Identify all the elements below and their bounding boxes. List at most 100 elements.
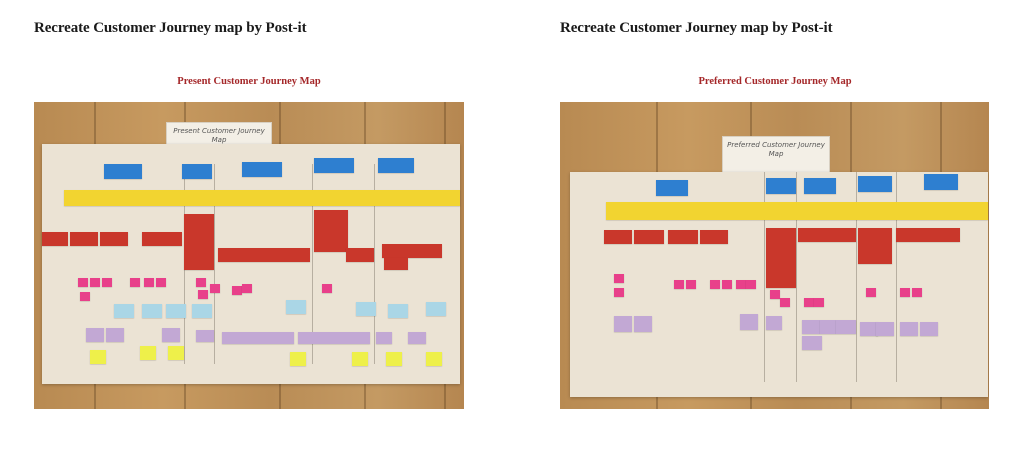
- thought-note: [382, 244, 442, 258]
- thought-note-stack: [766, 228, 796, 288]
- people-note: [86, 328, 104, 342]
- customer-actions-row: [606, 202, 988, 220]
- touchpoint-note: [242, 284, 252, 293]
- touchpoint-note: [144, 278, 154, 287]
- thought-note: [346, 248, 374, 262]
- thought-note-stack: [314, 210, 348, 252]
- thought-note: [70, 232, 98, 246]
- present-journey-panel: Recreate Customer Journey map by Post-it…: [0, 0, 470, 449]
- figure-caption: Preferred Customer Journey Map: [698, 76, 852, 87]
- touchpoint-note: [78, 278, 88, 287]
- touchpoint-note: [722, 280, 732, 289]
- touchpoint-note: [196, 278, 206, 287]
- column-divider: [214, 164, 215, 364]
- phase-note: [182, 164, 212, 179]
- touchpoint-note: [130, 278, 140, 287]
- paper-sheet: [570, 172, 988, 397]
- channel-note: [166, 304, 186, 318]
- touchpoint-note: [736, 280, 746, 289]
- people-note: [802, 320, 820, 334]
- people-note: [920, 322, 938, 336]
- phase-note: [242, 162, 282, 177]
- touchpoint-note: [814, 298, 824, 307]
- touchpoint-note: [614, 288, 624, 297]
- touchpoint-note: [614, 274, 624, 283]
- channel-note: [356, 302, 376, 316]
- people-note: [376, 332, 392, 344]
- channel-note: [286, 300, 306, 314]
- thought-note: [798, 228, 856, 242]
- touchpoint-note: [322, 284, 332, 293]
- touchpoint-note: [674, 280, 684, 289]
- opportunity-note: [140, 346, 156, 360]
- people-note: [802, 336, 822, 350]
- channel-note: [426, 302, 446, 316]
- channel-note: [388, 304, 408, 318]
- opportunity-note: [426, 352, 442, 366]
- phase-note: [858, 176, 892, 192]
- people-note: [634, 316, 652, 332]
- touchpoint-note: [90, 278, 100, 287]
- touchpoint-note: [746, 280, 756, 289]
- thought-note: [634, 230, 664, 244]
- thought-note: [384, 258, 408, 270]
- touchpoint-note: [912, 288, 922, 297]
- people-note: [860, 322, 878, 336]
- people-note: [900, 322, 918, 336]
- opportunity-note: [290, 352, 306, 366]
- touchpoint-note: [900, 288, 910, 297]
- column-divider: [312, 164, 313, 364]
- touchpoint-note: [686, 280, 696, 289]
- touchpoint-note: [710, 280, 720, 289]
- column-divider: [856, 172, 857, 382]
- phase-note: [656, 180, 688, 196]
- preferred-journey-panel: Recreate Customer Journey map by Post-it…: [526, 0, 996, 449]
- people-note: [106, 328, 124, 342]
- touchpoint-note: [804, 298, 814, 307]
- thought-note-stack: [184, 214, 214, 270]
- thought-note: [700, 230, 728, 244]
- column-divider: [764, 172, 765, 382]
- channel-note: [114, 304, 134, 318]
- touchpoint-note: [232, 286, 242, 295]
- touchpoint-note: [210, 284, 220, 293]
- phase-note: [104, 164, 142, 179]
- people-note: [876, 322, 894, 336]
- thought-note: [896, 228, 960, 242]
- phase-note: [314, 158, 354, 173]
- thought-note: [142, 232, 182, 246]
- map-title-card: Preferred Customer Journey Map: [722, 136, 830, 174]
- journey-map-photo: Present Customer Journey Map: [34, 102, 464, 409]
- opportunity-note: [352, 352, 368, 366]
- people-note: [196, 330, 214, 342]
- thought-note-stack: [858, 228, 892, 264]
- people-note: [298, 332, 370, 344]
- column-divider: [896, 172, 897, 382]
- people-note: [820, 320, 836, 334]
- journey-map-photo: Preferred Customer Journey Map: [560, 102, 989, 409]
- thought-note: [42, 232, 68, 246]
- phase-note: [924, 174, 958, 190]
- touchpoint-note: [80, 292, 90, 301]
- people-note: [222, 332, 294, 344]
- touchpoint-note: [102, 278, 112, 287]
- people-note: [740, 314, 758, 330]
- section-heading: Recreate Customer Journey map by Post-it: [34, 20, 307, 36]
- touchpoint-note: [198, 290, 208, 299]
- touchpoint-note: [780, 298, 790, 307]
- thought-note: [218, 248, 310, 262]
- map-title-text: Present Customer Journey Map: [173, 127, 265, 144]
- touchpoint-note: [156, 278, 166, 287]
- touchpoint-note: [866, 288, 876, 297]
- people-note: [766, 316, 782, 330]
- people-note: [836, 320, 856, 334]
- column-divider: [796, 172, 797, 382]
- opportunity-note: [168, 346, 184, 360]
- channel-note: [142, 304, 162, 318]
- thought-note: [100, 232, 128, 246]
- map-title-text: Preferred Customer Journey Map: [727, 141, 825, 158]
- column-divider: [374, 164, 375, 364]
- thought-note: [668, 230, 698, 244]
- people-note: [408, 332, 426, 344]
- thought-note: [604, 230, 632, 244]
